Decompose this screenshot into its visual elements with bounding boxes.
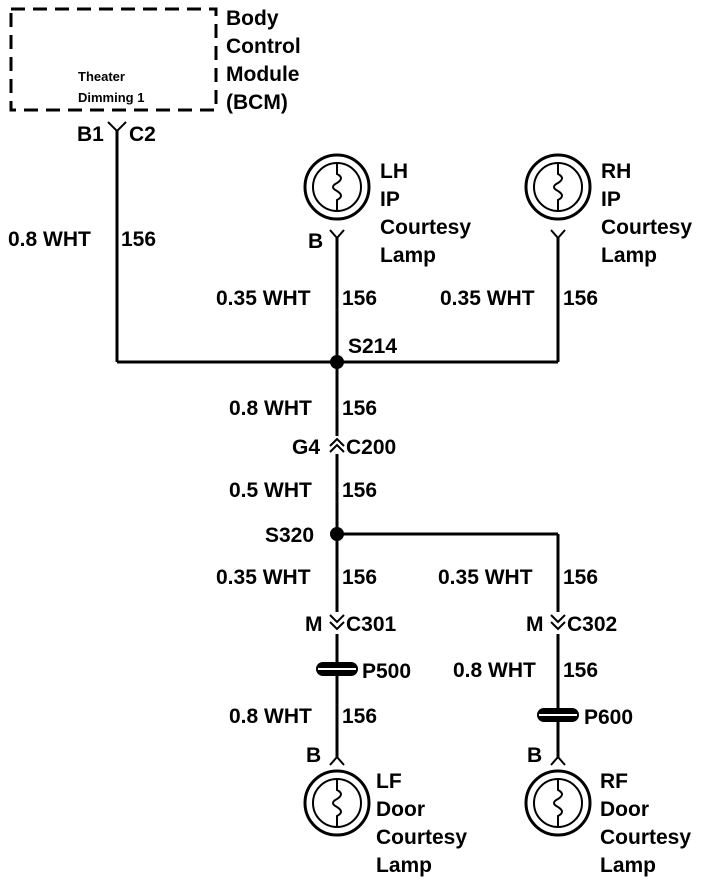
lf-door-lamp-line-4: Lamp [376, 854, 432, 877]
left-wire2-gauge: 0.8 WHT [229, 705, 312, 728]
splice-s320-label: S320 [265, 524, 314, 547]
bcm-connector-label: C2 [129, 123, 156, 146]
rf-door-lamp-pin: B [527, 744, 542, 767]
rh-ip-connector-symbol [550, 229, 566, 240]
lh-ip-wire-circuit: 156 [342, 287, 377, 310]
lh-ip-lamp-line-4: Lamp [380, 244, 436, 267]
lamp-icon [303, 769, 371, 837]
c302-connector-symbol [550, 614, 566, 631]
right-wire2-circuit: 156 [563, 659, 598, 682]
lh-ip-connector-symbol [329, 229, 345, 240]
bcm-pin-label: B1 [77, 123, 104, 146]
rh-ip-lamp-line-4: Lamp [601, 244, 657, 267]
lh-ip-lamp-pin: B [308, 230, 323, 253]
lh-ip-lamp-line-3: Courtesy [380, 216, 471, 239]
lf-door-connector-symbol [329, 755, 345, 766]
lamp-icon [303, 153, 371, 221]
lh-ip-wire-gauge: 0.35 WHT [216, 287, 311, 310]
rf-door-lamp-line-3: Courtesy [600, 826, 691, 849]
right-wire1-circuit: 156 [563, 566, 598, 589]
rh-ip-lamp-line-3: Courtesy [601, 216, 692, 239]
trunk-upper-circuit: 156 [342, 397, 377, 420]
trunk-upper-gauge: 0.8 WHT [229, 397, 312, 420]
rh-ip-lamp-line-2: IP [601, 188, 621, 211]
bcm-inner-line-2: Dimming 1 [78, 90, 144, 105]
lf-door-lamp-line-3: Courtesy [376, 826, 467, 849]
bcm-inner-line-1: Theater [78, 69, 125, 84]
rf-door-lamp-line-2: Door [600, 798, 649, 821]
rh-ip-wire-circuit: 156 [563, 287, 598, 310]
bcm-title-line-3: Module [226, 63, 300, 86]
left-wire1-circuit: 156 [342, 566, 377, 589]
rf-door-connector-symbol [550, 755, 566, 766]
bcm-title-line-4: (BCM) [226, 91, 288, 114]
splice-s214-label: S214 [348, 335, 397, 358]
p500-label: P500 [362, 660, 411, 683]
p600-label: P600 [584, 706, 633, 729]
c301-label: C301 [346, 613, 397, 636]
bcm-connector-symbol [107, 121, 127, 133]
trunk-lower-gauge: 0.5 WHT [229, 479, 312, 502]
rf-door-lamp-line-4: Lamp [600, 854, 656, 877]
bcm-title-line-2: Control [226, 35, 301, 58]
rh-ip-lamp-line-1: RH [601, 160, 631, 183]
lh-ip-lamp-line-2: IP [380, 188, 400, 211]
rf-door-lamp-line-1: RF [600, 770, 628, 793]
rh-ip-wire-gauge: 0.35 WHT [440, 287, 535, 310]
lf-door-lamp-line-2: Door [376, 798, 425, 821]
bcm-wire-gauge: 0.8 WHT [8, 228, 91, 251]
c200-pin-label: G4 [292, 436, 320, 459]
c301-connector-symbol [329, 614, 345, 631]
c301-pin-label: M [305, 613, 323, 636]
grommet-icon [316, 662, 358, 676]
bcm-title-line-1: Body [226, 7, 279, 30]
lamp-icon [524, 153, 592, 221]
left-wire1-gauge: 0.35 WHT [216, 566, 311, 589]
right-wire1-gauge: 0.35 WHT [438, 566, 533, 589]
bcm-wire-circuit: 156 [121, 228, 156, 251]
c302-label: C302 [567, 613, 617, 636]
trunk-lower-circuit: 156 [342, 479, 377, 502]
lamp-icon [524, 769, 592, 837]
c302-pin-label: M [526, 613, 544, 636]
grommet-icon [537, 708, 579, 722]
bcm-dashed-box [9, 7, 218, 112]
right-wire2-gauge: 0.8 WHT [453, 659, 536, 682]
lf-door-lamp-pin: B [306, 744, 321, 767]
lh-ip-lamp-line-1: LH [380, 160, 408, 183]
left-wire2-circuit: 156 [342, 705, 377, 728]
c200-connector-symbol [329, 437, 345, 453]
c200-label: C200 [346, 436, 396, 459]
lf-door-lamp-line-1: LF [376, 770, 402, 793]
